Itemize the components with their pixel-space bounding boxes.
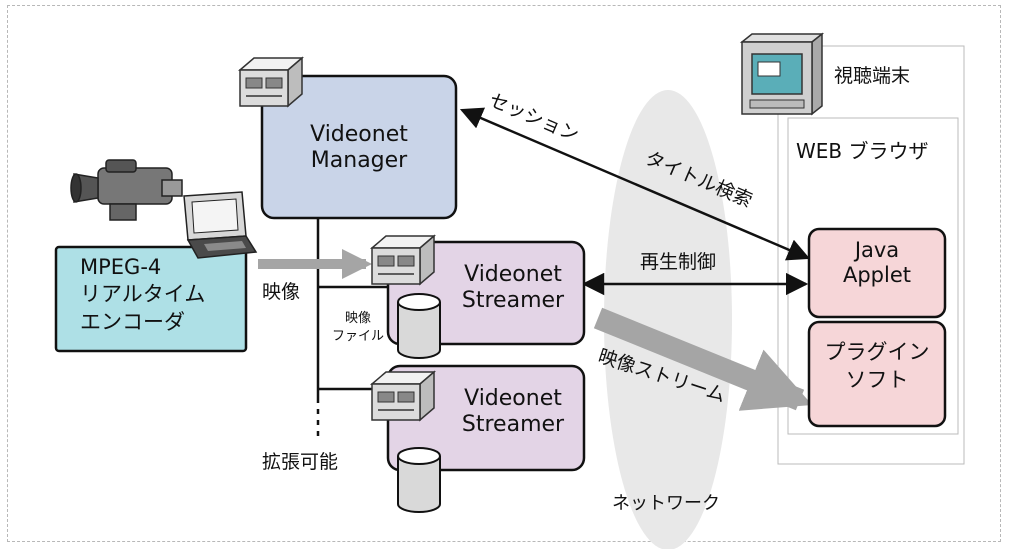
web-browser-label: WEB ブラウザ — [796, 139, 929, 163]
manager-label-line2: Manager — [310, 148, 408, 174]
network-label: ネットワーク — [612, 493, 720, 514]
expandable-label: 拡張可能 — [262, 451, 339, 473]
video-file-label-line1: 映像 — [344, 311, 371, 326]
streamer-1-label-line2: Streamer — [461, 288, 565, 314]
plugin-box — [807, 320, 947, 428]
streamer-1-label: Videonet Streamer — [442, 262, 584, 315]
java-applet-label: Java Applet — [809, 238, 945, 288]
java-applet-label-line2: Applet — [842, 263, 911, 288]
disk-storage-icon — [397, 293, 441, 359]
streamer-2-label-line1: Videonet — [464, 386, 562, 411]
java-applet-label-line1: Java — [854, 238, 900, 262]
video-input-label: 映像 — [262, 281, 301, 303]
streamer-1-label-line1: Videonet — [464, 262, 562, 287]
encoder-label-line2: リアルタイム — [80, 282, 206, 307]
java-applet-box — [807, 227, 947, 319]
plugin-label: プラグイン ソフト — [809, 338, 945, 395]
encoder-box — [54, 245, 248, 353]
plugin-label-line1: プラグイン — [824, 340, 930, 364]
pc-terminal-icon — [739, 32, 825, 116]
manager-label-line1: Videonet — [310, 122, 408, 147]
server-icon — [369, 370, 437, 422]
video-stream-arrow — [593, 307, 813, 411]
encoder-label: MPEG-4 リアルタイム エンコーダ — [80, 254, 240, 336]
playback-control-label: 再生制御 — [640, 251, 717, 273]
server-icon — [237, 56, 305, 108]
video-camera-icon — [70, 159, 183, 221]
plugin-label-line2: ソフト — [845, 368, 909, 393]
video-file-label-line2: ファイル — [331, 328, 384, 344]
encoder-label-line1: MPEG-4 — [80, 255, 162, 279]
session-arrow — [459, 107, 811, 261]
encoder-label-line3: エンコーダ — [80, 309, 185, 334]
streamer-2-label-line2: Streamer — [461, 412, 565, 438]
diagram-frame — [7, 5, 1001, 542]
manager-label: Videonet Manager — [262, 122, 456, 175]
viewer-terminal-label: 視聴端末 — [834, 65, 911, 87]
streamer-2-label: Videonet Streamer — [442, 386, 584, 439]
manager-box — [260, 74, 458, 220]
video-file-label: 映像 ファイル — [322, 310, 394, 345]
disk-storage-icon — [397, 447, 441, 513]
server-icon — [369, 234, 437, 286]
laptop-icon — [183, 191, 258, 259]
